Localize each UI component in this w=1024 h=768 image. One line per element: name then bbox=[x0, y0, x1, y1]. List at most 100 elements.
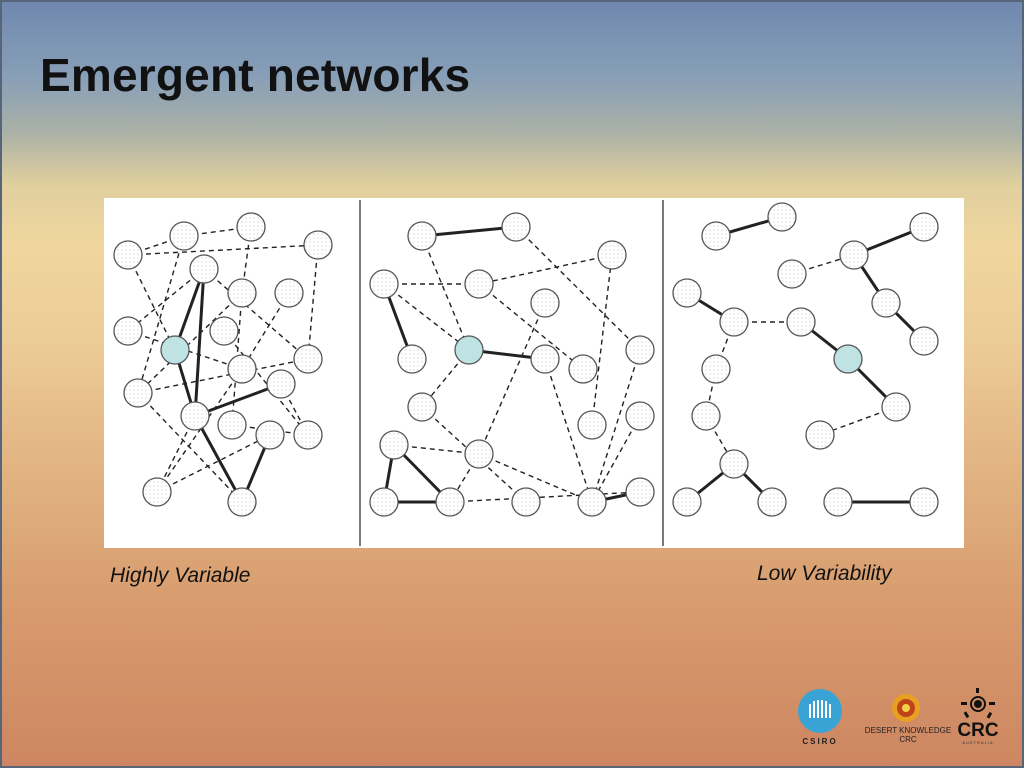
network-edge-dashed bbox=[127, 244, 319, 256]
network-node bbox=[255, 420, 285, 450]
network-node bbox=[227, 354, 257, 384]
network-node bbox=[625, 335, 655, 365]
network-node bbox=[777, 259, 807, 289]
network-node bbox=[293, 344, 323, 374]
network-edge-dashed bbox=[478, 302, 546, 455]
caption-highly-variable: Highly Variable bbox=[110, 564, 251, 587]
network-node bbox=[464, 269, 494, 299]
network-node bbox=[369, 269, 399, 299]
network-edge-dashed bbox=[421, 406, 527, 503]
node-layer bbox=[113, 202, 939, 517]
network-node bbox=[379, 430, 409, 460]
network-node bbox=[530, 288, 560, 318]
network-edge-dashed bbox=[478, 283, 584, 370]
network-edge-dashed bbox=[449, 491, 641, 503]
network-edge-dashed bbox=[478, 254, 613, 285]
network-node bbox=[169, 221, 199, 251]
network-node-highlighted bbox=[454, 335, 484, 365]
desert-knowledge-logo-icon bbox=[892, 694, 920, 722]
network-edge-dashed bbox=[223, 330, 309, 436]
network-edge-thick bbox=[193, 415, 244, 503]
network-node bbox=[909, 487, 939, 517]
network-edge-dashed bbox=[127, 330, 243, 370]
network-node bbox=[719, 307, 749, 337]
network-edge-dashed bbox=[478, 453, 593, 503]
csiro-logo-text: CSIRO bbox=[802, 737, 838, 746]
network-edge-dashed bbox=[421, 235, 470, 351]
network-node bbox=[871, 288, 901, 318]
logo-strip: CSIRO DESERT KNOWLEDGE CRC CRC AUSTRALIA bbox=[795, 686, 1005, 750]
network-node bbox=[303, 230, 333, 260]
network-node bbox=[501, 212, 531, 242]
network-node bbox=[123, 378, 153, 408]
network-node bbox=[236, 212, 266, 242]
network-node-highlighted bbox=[160, 335, 190, 365]
network-node bbox=[530, 344, 560, 374]
network-node bbox=[597, 240, 627, 270]
crc-logo-text: CRC bbox=[957, 720, 999, 741]
dk-line-2: CRC bbox=[899, 735, 917, 744]
network-node bbox=[691, 401, 721, 431]
network-node bbox=[909, 212, 939, 242]
network-node bbox=[511, 487, 541, 517]
network-edge-dashed bbox=[156, 368, 243, 493]
network-node bbox=[180, 401, 210, 431]
network-node bbox=[839, 240, 869, 270]
crc-logo-subtext: AUSTRALIA bbox=[962, 740, 994, 745]
network-edge-dashed bbox=[515, 226, 641, 351]
network-node bbox=[227, 278, 257, 308]
network-node-highlighted bbox=[833, 344, 863, 374]
network-node bbox=[625, 477, 655, 507]
logo-graphics bbox=[798, 688, 995, 733]
network-node bbox=[786, 307, 816, 337]
slide-title: Emergent networks bbox=[40, 49, 471, 101]
network-node bbox=[767, 202, 797, 232]
network-edge-dashed bbox=[137, 292, 243, 394]
csiro-logo-icon bbox=[798, 689, 842, 733]
network-node bbox=[189, 254, 219, 284]
network-edge-dashed bbox=[137, 235, 185, 394]
network-node bbox=[407, 392, 437, 422]
network-node bbox=[369, 487, 399, 517]
network-node bbox=[805, 420, 835, 450]
network-node bbox=[113, 316, 143, 346]
network-edge-thick bbox=[193, 268, 206, 417]
network-edge-dashed bbox=[156, 434, 271, 493]
network-node bbox=[757, 487, 787, 517]
network-node bbox=[266, 369, 296, 399]
network-node bbox=[823, 487, 853, 517]
network-node bbox=[577, 410, 607, 440]
network-node bbox=[672, 487, 702, 517]
network-edge-dashed bbox=[307, 244, 319, 360]
network-node bbox=[274, 278, 304, 308]
crc-sun-icon bbox=[961, 688, 995, 719]
network-edge-dashed bbox=[591, 254, 613, 426]
network-node bbox=[719, 449, 749, 479]
desert-knowledge-logo-text: DESERT KNOWLEDGE CRC bbox=[855, 726, 961, 744]
network-edge-dashed bbox=[137, 358, 309, 394]
network-node bbox=[568, 354, 598, 384]
network-node bbox=[227, 487, 257, 517]
network-node bbox=[625, 401, 655, 431]
network-node bbox=[407, 221, 437, 251]
network-node bbox=[909, 326, 939, 356]
dk-line-1: DESERT KNOWLEDGE bbox=[864, 726, 952, 735]
network-node bbox=[881, 392, 911, 422]
network-node bbox=[293, 420, 323, 450]
network-node bbox=[577, 487, 607, 517]
network-edge-dashed bbox=[127, 268, 205, 332]
network-edge-dashed bbox=[544, 358, 593, 503]
network-edge-dashed bbox=[137, 392, 243, 503]
network-node bbox=[113, 240, 143, 270]
network-edge-thick bbox=[421, 225, 517, 238]
network-node bbox=[397, 344, 427, 374]
network-node bbox=[701, 221, 731, 251]
caption-low-variability: Low Variability bbox=[757, 562, 892, 585]
network-node bbox=[672, 278, 702, 308]
network-node bbox=[701, 354, 731, 384]
network-edge-dashed bbox=[203, 268, 309, 360]
network-edge-dashed bbox=[591, 415, 641, 503]
network-node bbox=[142, 477, 172, 507]
network-node bbox=[435, 487, 465, 517]
